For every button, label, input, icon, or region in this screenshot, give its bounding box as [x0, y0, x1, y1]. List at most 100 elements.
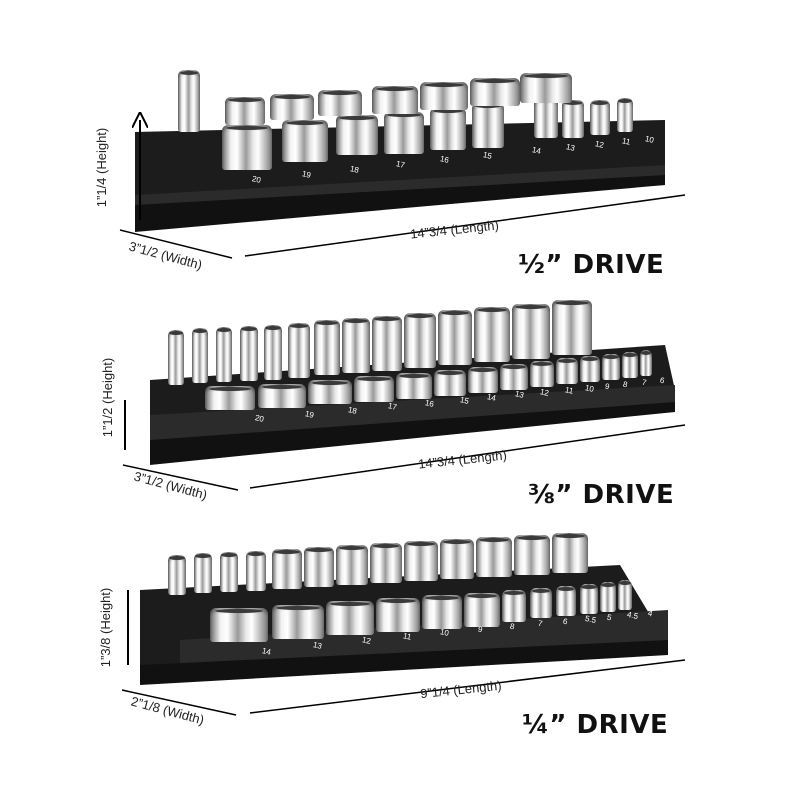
size-label: 17 [387, 401, 398, 412]
socket [216, 327, 232, 382]
socket [376, 598, 420, 632]
size-label: 19 [304, 409, 315, 420]
socket [640, 350, 652, 376]
height-dimension: 1”1/4 (Height) [94, 127, 110, 208]
socket [474, 307, 510, 362]
socket [210, 608, 268, 642]
socket [372, 316, 402, 371]
socket-18 [336, 115, 378, 155]
socket-20-front [205, 386, 255, 410]
socket-19 [282, 120, 328, 162]
size-label: 19 [301, 169, 312, 180]
socket [314, 320, 340, 375]
socket-12 [590, 100, 610, 135]
socket [580, 356, 600, 382]
socket [354, 376, 394, 402]
size-label: 10 [644, 134, 655, 145]
size-label: 12 [594, 139, 605, 150]
socket [600, 582, 616, 612]
socket [192, 328, 208, 383]
size-label: 13 [312, 640, 323, 651]
socket [396, 373, 432, 399]
socket [342, 318, 370, 373]
drive-label: ¼” DRIVE [522, 710, 669, 740]
socket [370, 543, 402, 583]
socket-17 [384, 112, 424, 154]
socket [552, 533, 588, 573]
socket [476, 537, 512, 577]
socket-16 [430, 108, 466, 150]
size-label: 10 [439, 627, 450, 638]
socket-14 [534, 98, 558, 138]
socket-11 [617, 98, 633, 132]
socket-13 [562, 100, 584, 138]
socket [464, 593, 500, 627]
drive-label: ½” DRIVE [518, 250, 665, 280]
socket [326, 601, 374, 635]
socket [304, 547, 334, 587]
socket [404, 313, 436, 368]
socket [240, 326, 258, 381]
socket [422, 595, 462, 629]
back-socket-e [420, 82, 468, 110]
socket [530, 588, 552, 618]
back-socket-f [470, 78, 520, 106]
size-label: 14 [531, 145, 542, 156]
size-label: 16 [424, 398, 435, 409]
socket [194, 553, 212, 593]
socket [404, 541, 438, 581]
socket [514, 535, 550, 575]
socket [434, 370, 466, 396]
size-label: 15 [459, 395, 470, 406]
socket [440, 539, 474, 579]
size-label: 13 [565, 142, 576, 153]
size-label: 16 [439, 154, 450, 165]
back-socket-b [270, 94, 314, 120]
socket [580, 584, 598, 614]
height-dimension: 1”1/2 (Height) [100, 357, 116, 438]
socket [272, 605, 324, 639]
size-label: 15 [482, 150, 493, 161]
size-label: 14 [486, 392, 497, 403]
socket [502, 590, 526, 622]
socket [618, 580, 632, 610]
size-label: 20 [254, 413, 265, 424]
socket [246, 551, 266, 591]
size-label: 13 [514, 389, 525, 400]
size-label: 20 [251, 174, 262, 185]
socket [272, 549, 302, 589]
size-label: 10 [584, 383, 595, 394]
socket [264, 325, 282, 380]
half-inch-drive-panel: 20 19 18 17 16 15 14 13 12 11 10 1”1/4 (… [0, 0, 800, 290]
socket [512, 304, 550, 359]
quarter-inch-drive-panel: 14 13 12 11 10 9 8 7 6 5.5 5 4.5 4 1”3/8… [0, 533, 800, 800]
socket [258, 384, 306, 408]
socket [220, 552, 238, 592]
back-socket-d [372, 86, 418, 114]
socket [288, 323, 310, 378]
socket [556, 586, 576, 616]
socket [168, 555, 186, 595]
socket [438, 310, 472, 365]
size-label: 12 [539, 387, 550, 398]
size-label: 17 [395, 159, 406, 170]
socket [336, 545, 368, 585]
size-label: 14 [261, 646, 272, 657]
three-eighths-drive-panel: 20 19 18 17 16 15 14 13 12 11 10 9 8 7 6… [0, 290, 800, 535]
socket [602, 354, 620, 380]
socket [500, 364, 528, 390]
socket [308, 380, 352, 404]
socket [468, 367, 498, 393]
size-label: 18 [347, 405, 358, 416]
drive-label: ⅜” DRIVE [528, 480, 675, 510]
back-socket-a [225, 97, 265, 125]
back-socket-c [318, 90, 362, 116]
socket [556, 358, 578, 384]
back-socket-g [520, 73, 572, 103]
socket-15 [472, 103, 504, 148]
adapter [178, 70, 200, 132]
size-label: 18 [349, 164, 360, 175]
height-dimension: 1”3/8 (Height) [98, 587, 114, 668]
socket [622, 352, 638, 378]
socket-20 [222, 125, 272, 170]
